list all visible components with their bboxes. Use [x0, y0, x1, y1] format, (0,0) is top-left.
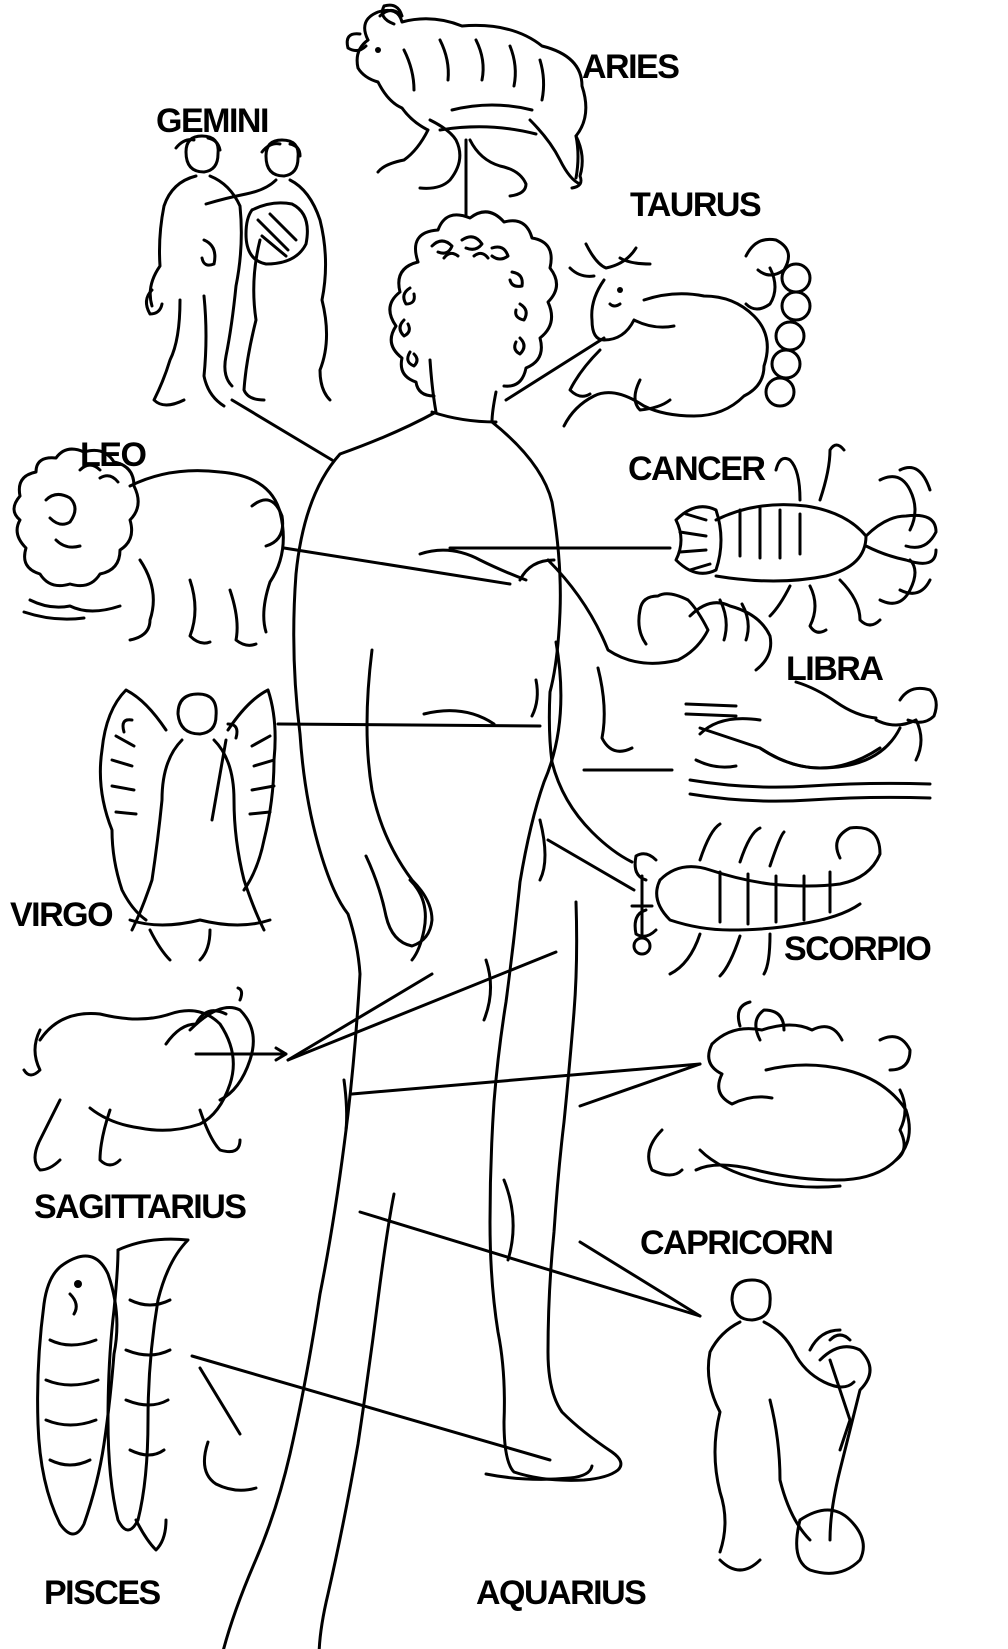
sagittarius-label: SAGITTARIUS — [34, 1188, 246, 1226]
line-gemini — [232, 400, 332, 460]
aquarius-water-bearer-illustration — [708, 1280, 870, 1573]
leo-lion-illustration — [14, 449, 283, 645]
aries-label: ARIES — [582, 48, 679, 86]
line-pisces-a — [192, 1356, 550, 1460]
gemini-twins-illustration — [146, 136, 330, 406]
head-curls — [390, 212, 557, 396]
virgo-winged-maiden-illustration — [100, 690, 275, 960]
scorpio-label: SCORPIO — [784, 930, 931, 968]
connector-lines — [192, 140, 700, 1460]
aquarius-label: AQUARIUS — [476, 1574, 646, 1612]
line-leo — [284, 548, 510, 584]
capricorn-label: CAPRICORN — [640, 1224, 832, 1262]
taurus-bull-illustration — [564, 239, 810, 426]
libra-label: LIBRA — [786, 650, 883, 688]
capricorn-sea-goat-illustration — [649, 1002, 910, 1187]
line-pisces-b — [200, 1368, 240, 1434]
line-scorpio — [548, 840, 634, 890]
gemini-label: GEMINI — [156, 102, 268, 140]
human-figure — [204, 212, 770, 1649]
line-capricorn-a — [352, 1064, 700, 1094]
line-virgo — [278, 724, 540, 726]
libra-reclining-figure-illustration — [686, 682, 936, 801]
pisces-label: PISCES — [44, 1574, 161, 1612]
figure-outline — [204, 360, 770, 1649]
cancer-label: CANCER — [628, 450, 765, 488]
sagittarius-centaur-illustration — [24, 988, 286, 1170]
pisces-fishes-illustration — [38, 1239, 188, 1550]
leo-label: LEO — [80, 436, 146, 474]
taurus-label: TAURUS — [630, 186, 761, 224]
line-taurus — [506, 338, 604, 400]
virgo-label: VIRGO — [10, 896, 113, 934]
line-sagittarius-b — [288, 952, 556, 1060]
